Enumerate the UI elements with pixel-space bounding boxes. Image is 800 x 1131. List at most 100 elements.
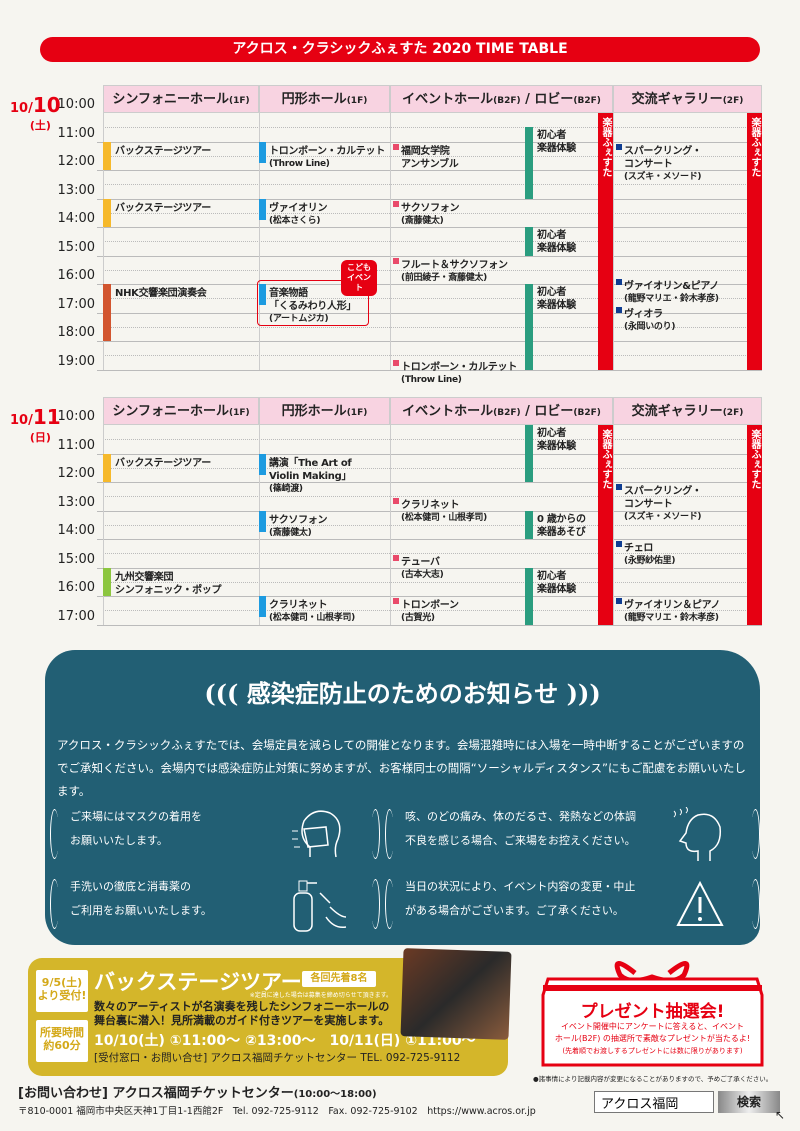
- search-input[interactable]: [594, 1091, 714, 1113]
- notice-mask: ご来場にはマスクの着用をお願いいたします。: [50, 805, 380, 865]
- desc-line: 舞台裏に潜入！見所満載のガイド付きツアーを実施します。: [94, 1014, 390, 1027]
- column-header-event: イベントホール(B2F) / ロビー(B2F): [390, 397, 613, 425]
- event-title: 九州交響楽団: [115, 571, 174, 583]
- event-title: 福岡女学院: [401, 145, 450, 157]
- time-label: 11:00: [57, 437, 95, 453]
- tour-description: 数々のアーティストが名演奏を残したシンフォニーホールの舞台裏に潜入！見所満載のガ…: [94, 1000, 389, 1028]
- half-hour-line: [103, 212, 762, 214]
- date-day: 10: [32, 93, 61, 117]
- event-marker: [393, 598, 399, 604]
- tour-times: 10/10(土) ①11:00～ ②13:00～ 10/11(日) ①11:00…: [94, 1033, 476, 1049]
- event-marker: [103, 198, 111, 227]
- half-hour-line: [103, 355, 762, 357]
- hour-line: [97, 624, 762, 626]
- notice-text: ご利用をお願いいたします。: [70, 904, 212, 917]
- search-button[interactable]: 検索: [718, 1091, 780, 1113]
- time-label: 16:00: [57, 268, 95, 283]
- limit-badge: 各回先着8名: [302, 971, 376, 987]
- time-label: 19:00: [57, 353, 95, 369]
- event-title: クラリネット: [401, 500, 460, 512]
- event-title: トロンボーン・カルテット: [401, 362, 517, 374]
- hour-line: [97, 510, 762, 512]
- event-item: 初心者楽器体験: [537, 286, 576, 312]
- event-title: トロンボーン・カルテット: [269, 145, 385, 157]
- event-title: サクソフォン: [401, 202, 460, 214]
- column-name: イベントホール: [402, 404, 494, 419]
- hour-line: [97, 453, 762, 455]
- event-title: フルート＆サクソフォン: [401, 259, 508, 271]
- desc-line: 数々のアーティストが名演奏を残したシンフォニーホールの: [94, 1000, 390, 1013]
- column-floor: (B2F): [493, 96, 521, 106]
- event-marker: [525, 227, 533, 256]
- notice-text: 咳、のどの痛み、体のだるさ、発熱などの体調: [405, 810, 636, 823]
- present-line: イベント開催中にアンケートに答えると、イベント: [560, 1022, 745, 1031]
- event-performer: (斎藤健太): [269, 527, 312, 538]
- cursor-icon: ↖: [775, 1108, 786, 1122]
- event-title: クラリネット: [269, 600, 328, 611]
- event-title: 初心者: [537, 570, 567, 582]
- date-label: 10/11(日): [10, 405, 61, 445]
- event-item: バックステージツアー: [115, 202, 211, 215]
- event-marker: [393, 143, 399, 150]
- weekday: (土): [29, 119, 51, 132]
- notice-changes: 当日の状況により、イベント内容の変更・中止がある場合がございます。ご了承ください…: [385, 875, 760, 935]
- column-divider: [103, 113, 104, 370]
- event-marker: [616, 484, 622, 490]
- time-label: 17:00: [57, 608, 95, 624]
- event-item: スパークリング・コンサート(スズキ・メソード): [624, 145, 702, 184]
- event-performer: (龍野マリエ・鈴木孝彦): [624, 293, 719, 304]
- time-label: 13:00: [57, 494, 95, 510]
- event-title: 初心者: [537, 287, 567, 298]
- event-marker: [259, 510, 266, 532]
- column-header-round: 円形ホール(1F): [259, 397, 390, 425]
- half-hour-line: [103, 581, 762, 583]
- event-marker: [525, 425, 533, 482]
- time-label: 15:00: [57, 551, 95, 567]
- event-title-line2: 楽器体験: [537, 143, 576, 155]
- event-title: ヴァイオリン: [269, 202, 328, 214]
- sound-wave-icon: (((: [204, 679, 247, 708]
- warning-icon: [676, 880, 724, 926]
- time-label: 13:00: [57, 182, 95, 198]
- timetable-title: アクロス・クラシックふぇすた 2020 TIME TABLE: [40, 37, 760, 62]
- instrument-fes-band: 楽器ふぇすた: [747, 113, 762, 370]
- event-item: ヴァイオリン(松本さくら): [269, 202, 328, 228]
- event-performer: (アートムジカ): [269, 314, 329, 324]
- event-title: ヴァイオリン＆ピアノ: [624, 600, 721, 611]
- hour-line: [97, 369, 762, 371]
- notice-symptoms: 咳、のどの痛み、体のだるさ、発熱などの体調不良を感じる場合、ご来場をお控えくださ…: [385, 805, 760, 865]
- event-title-line2: Violin Making」: [269, 470, 352, 482]
- event-item: トロンボーン・カルテット(Throw Line): [401, 361, 517, 387]
- event-marker: [393, 555, 399, 562]
- tour-photo: [400, 948, 512, 1040]
- event-marker: [103, 453, 111, 482]
- notice-title: 感染症防止のためのお知らせ: [246, 679, 559, 708]
- time-label: 12:00: [57, 154, 95, 169]
- event-marker: [103, 284, 111, 341]
- event-title-line2: コンサート: [624, 158, 673, 170]
- event-title-line2: アンサンブル: [401, 158, 459, 170]
- event-title: トロンボーン: [401, 600, 459, 611]
- date-label: 10/10(土): [10, 93, 61, 133]
- event-performer: (Throw Line): [269, 158, 330, 169]
- half-hour-line: [103, 496, 762, 498]
- event-performer: (スズキ・メソード): [624, 171, 702, 182]
- event-marker: [616, 541, 622, 547]
- column-floor: (B2F): [573, 408, 601, 418]
- column-floor: (2F): [722, 96, 744, 106]
- event-marker: [103, 141, 111, 170]
- tour-contact: [受付窓口・お問い合せ] アクロス福岡チケットセンター TEL. 092-725…: [94, 1052, 461, 1064]
- column-divider: [390, 113, 391, 370]
- half-hour-line: [103, 524, 762, 526]
- event-item: 九州交響楽団シンフォニック・ポップ: [115, 571, 222, 597]
- event-performer: (前田綾子・斎藤健太): [401, 272, 487, 283]
- event-title: バックステージツアー: [115, 457, 211, 469]
- event-title: 初心者: [537, 130, 567, 142]
- half-hour-line: [103, 127, 762, 129]
- half-hour-line: [103, 298, 762, 300]
- column-header-symphony: シンフォニーホール(1F): [103, 397, 259, 425]
- event-item: クラリネット(松本健司・山根孝司): [401, 499, 487, 525]
- event-title: 講演「The Art of: [269, 457, 352, 469]
- event-marker: [259, 198, 266, 220]
- mask-face-icon: [292, 810, 341, 858]
